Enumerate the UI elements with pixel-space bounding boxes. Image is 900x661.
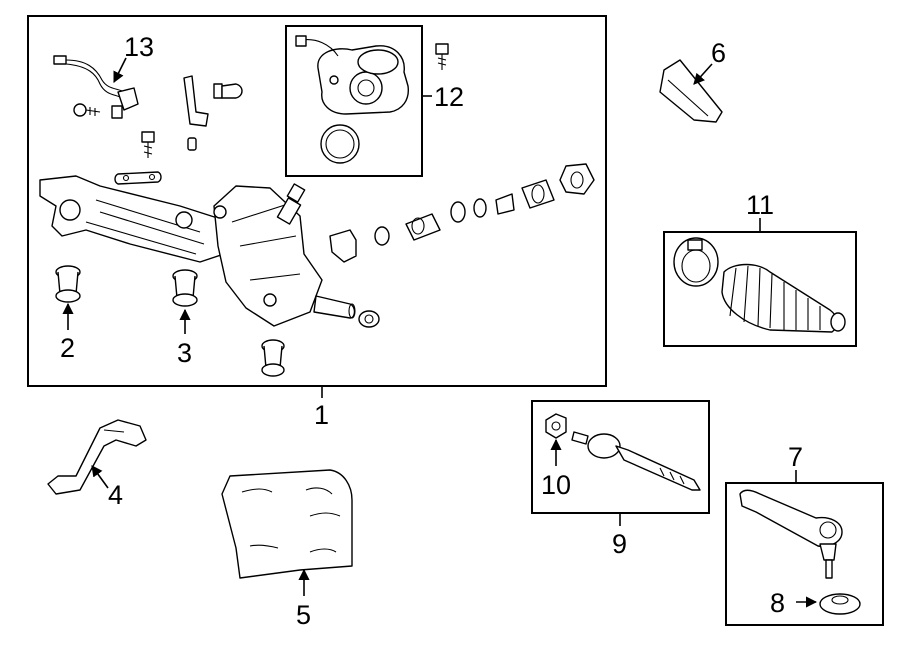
washer-hole bbox=[364, 314, 374, 324]
callout-9: 9 bbox=[612, 529, 627, 559]
callout-6-leader bbox=[693, 63, 713, 85]
bracket-clip bbox=[183, 75, 209, 127]
pinion-components bbox=[329, 163, 595, 263]
steering-boot bbox=[721, 263, 846, 333]
callout-3: 3 bbox=[177, 338, 192, 368]
boot-clamp bbox=[673, 237, 719, 287]
washer bbox=[358, 310, 380, 328]
callout-4: 4 bbox=[108, 480, 123, 510]
callout-10: 10 bbox=[541, 470, 571, 500]
callout-13: 13 bbox=[124, 32, 154, 62]
part-6-shield bbox=[659, 59, 723, 123]
steering-motor bbox=[295, 35, 409, 115]
tie-rod-end-box bbox=[725, 482, 884, 626]
motor-box bbox=[285, 25, 423, 177]
callout-12: 12 bbox=[434, 82, 464, 112]
callout-7: 7 bbox=[788, 442, 803, 472]
bracket-4 bbox=[47, 419, 147, 495]
steering-gear-assembly-box bbox=[27, 15, 607, 387]
bushing-2 bbox=[55, 265, 81, 303]
motor-bolt bbox=[435, 43, 449, 70]
callout-11: 11 bbox=[746, 190, 774, 220]
tie-rod-end-nut bbox=[819, 593, 861, 615]
small-cap bbox=[187, 137, 197, 151]
callout-6: 6 bbox=[711, 38, 726, 68]
wire-harness bbox=[53, 55, 139, 119]
clip-fastener bbox=[213, 83, 243, 99]
bushing-3 bbox=[172, 269, 198, 307]
callout-13-leader bbox=[113, 57, 127, 84]
cover-5 bbox=[221, 469, 353, 579]
callout-8: 8 bbox=[770, 588, 785, 618]
outer-tie-rod-end bbox=[739, 489, 843, 579]
callout-1: 1 bbox=[314, 400, 329, 430]
motor-o-ring bbox=[320, 124, 360, 164]
callout-2: 2 bbox=[60, 333, 75, 363]
harness-bolt bbox=[73, 103, 101, 117]
bushing-lower bbox=[261, 339, 285, 377]
small-bolt bbox=[141, 131, 155, 158]
inner-tie-rod bbox=[571, 431, 701, 491]
callout-4-leader bbox=[91, 465, 109, 489]
lock-washer bbox=[545, 413, 567, 439]
mounting-plate bbox=[114, 171, 162, 185]
callout-5: 5 bbox=[296, 600, 311, 630]
steering-rack-housing bbox=[39, 175, 356, 327]
